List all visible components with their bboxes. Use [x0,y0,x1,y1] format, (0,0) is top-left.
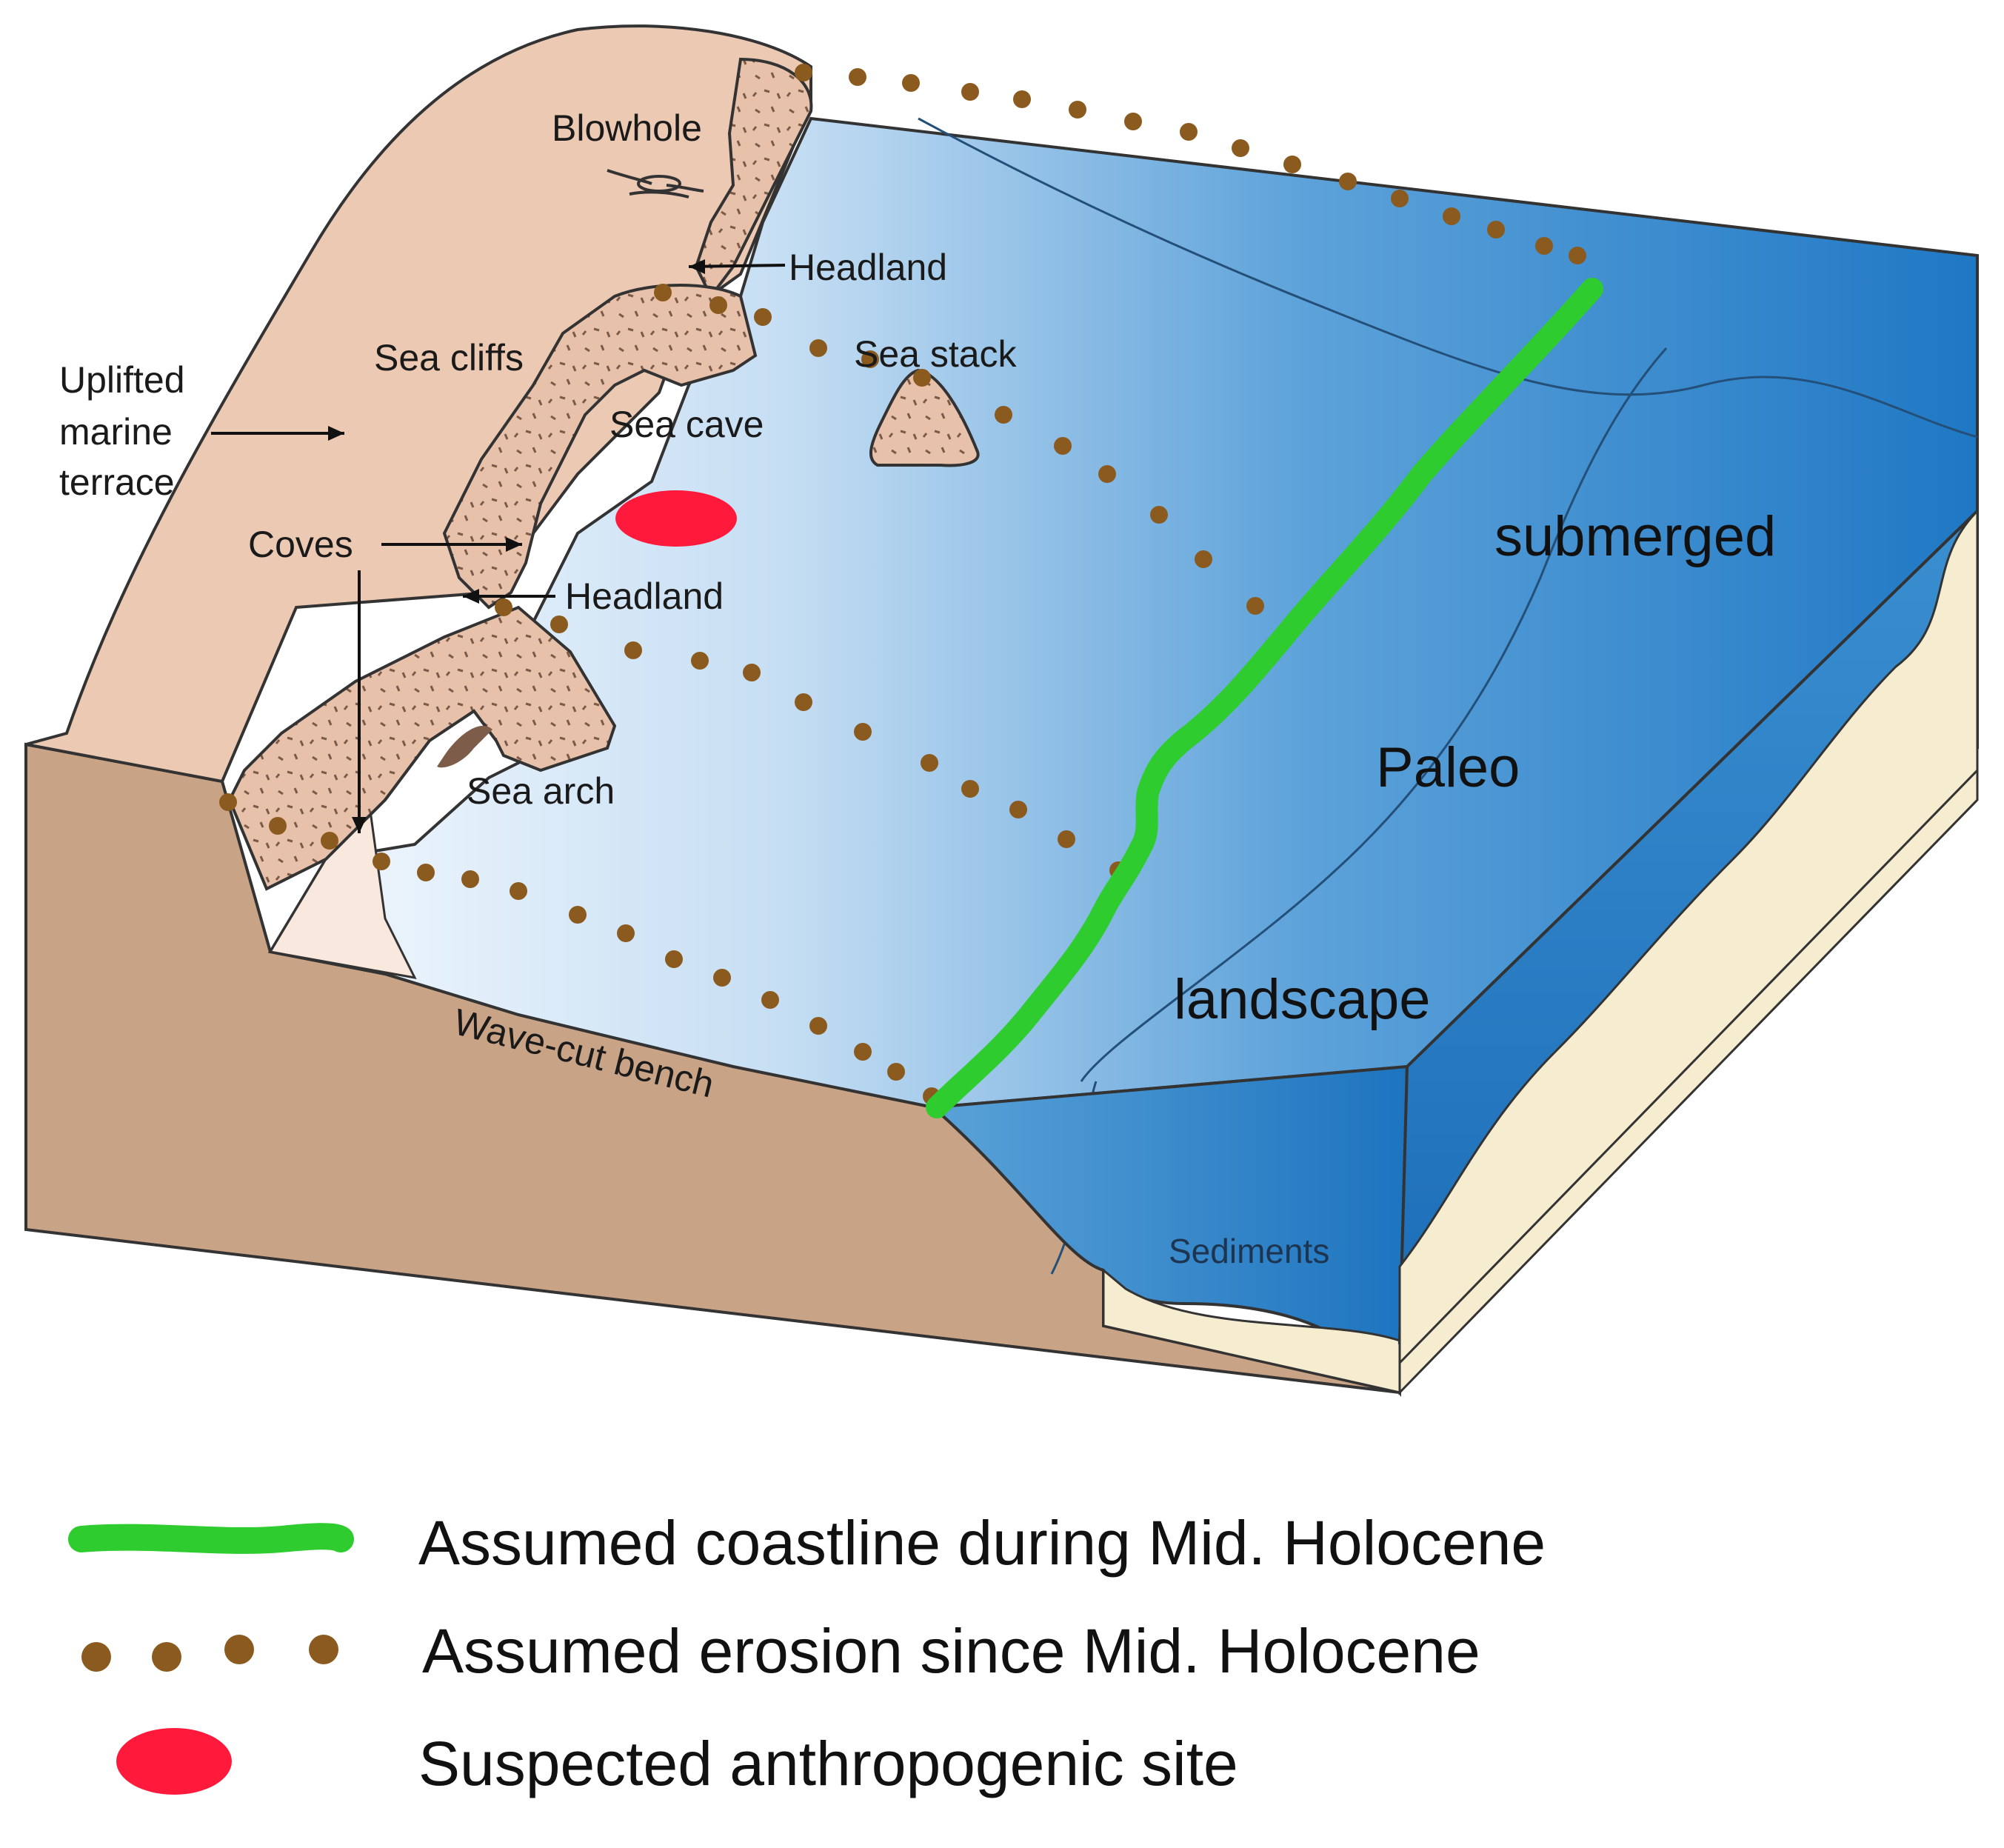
label-paleo: Paleo [1376,736,1520,799]
label-uplifted-1: Uplifted [59,359,185,401]
legend-label-coastline: Assumed coastline during Mid. Holocene [418,1508,1546,1578]
legend: Assumed coastline during Mid. Holocene A… [81,1508,1546,1798]
label-headland-top: Headland [789,247,947,288]
label-blowhole: Blowhole [552,107,702,149]
legend-green-line-symbol [81,1536,341,1541]
label-landscape: landscape [1174,968,1431,1031]
label-submerged: submerged [1494,505,1776,568]
label-sea-stack: Sea stack [854,333,1018,375]
label-sediments: Sediments [1169,1232,1329,1270]
legend-label-site: Suspected anthropogenic site [418,1729,1238,1798]
sea-arch-opening [437,726,492,767]
label-sea-cliffs: Sea cliffs [374,337,524,378]
label-uplifted-2: marine [59,411,173,453]
legend-brown-dots-symbol [81,1635,338,1672]
label-headland-mid: Headland [565,576,724,617]
legend-label-erosion: Assumed erosion since Mid. Holocene [422,1616,1480,1686]
label-sea-cave: Sea cave [609,404,764,445]
suspected-site-marker [615,490,737,547]
label-sea-arch: Sea arch [467,770,615,812]
legend-red-ellipse-symbol [116,1728,232,1795]
label-uplifted-3: terrace [59,461,175,503]
label-coves: Coves [248,524,353,565]
